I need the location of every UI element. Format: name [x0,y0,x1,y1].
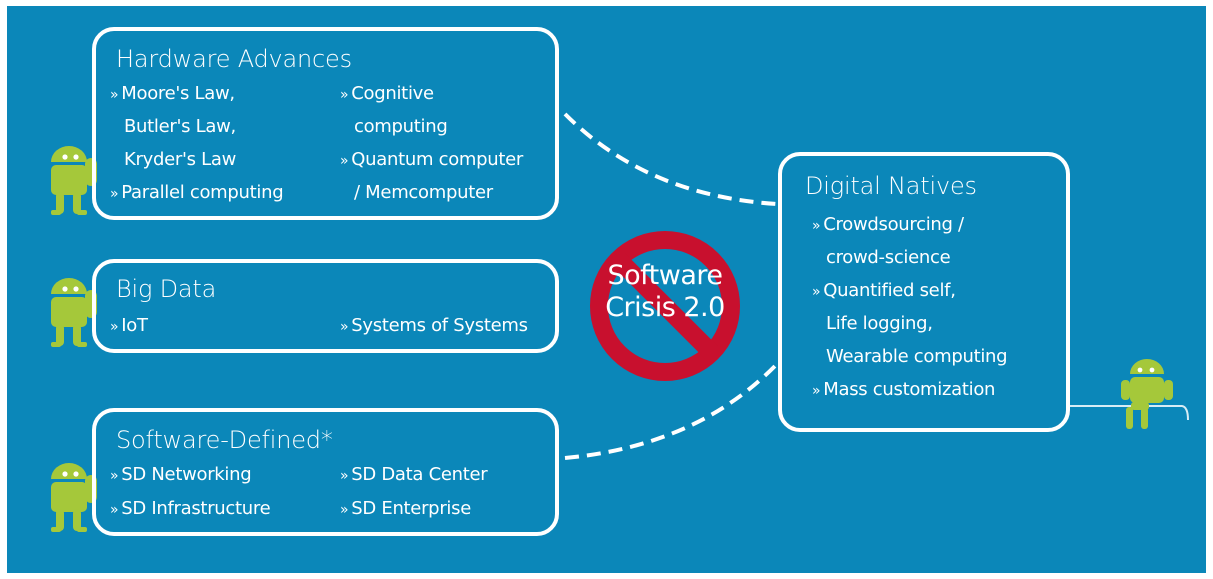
software-defined-box: Software-Defined* »SD Networking »SD Inf… [92,408,559,536]
hardware-advances-title: Hardware Advances [116,45,352,73]
robot-icon [51,463,97,532]
hardware-advances-box: Hardware Advances »Moore's Law, Butler's… [92,27,559,220]
robot-icon [51,278,97,347]
big-data-title: Big Data [116,275,217,303]
list-item: »SD Networking [110,464,252,485]
list-item: »Systems of Systems [340,315,528,336]
list-item: »Quantified self, [812,280,956,301]
list-item: »Parallel computing [110,182,284,203]
list-item: »SD Data Center [340,464,488,485]
list-item: crowd-science [826,247,951,268]
list-item: / Memcomputer [354,182,493,203]
robot-icon [51,146,97,215]
software-crisis-line1: Software [607,260,723,291]
robot-seat-line [1066,405,1189,421]
prohibition-sign-icon [590,231,740,381]
digital-natives-box: Digital Natives »Crowdsourcing / crowd-s… [778,152,1070,432]
list-item: Kryder's Law [124,149,236,170]
connector-hardware-natives [563,112,778,206]
list-item: »Crowdsourcing / [812,214,964,235]
diagram-graphics [51,112,1189,532]
list-item: »SD Enterprise [340,498,471,519]
list-item: Life logging, [826,313,933,334]
robot-icon [1121,359,1173,429]
big-data-box: Big Data »IoT »Systems of Systems [92,259,559,353]
software-crisis-line2: Crisis 2.0 [605,292,725,323]
connector-sd-natives [564,362,779,460]
software-defined-title: Software-Defined* [116,426,333,454]
list-item: »Quantum computer [340,149,524,170]
list-item: Butler's Law, [124,116,236,137]
list-item: »Moore's Law, [110,83,235,104]
list-item: »IoT [110,315,148,336]
list-item: »Cognitive [340,83,434,104]
list-item: »Mass customization [812,379,996,400]
list-item: »SD Infrastructure [110,498,271,519]
software-crisis-label: Software Crisis 2.0 [590,260,740,324]
diagram-canvas: Hardware Advances »Moore's Law, Butler's… [7,6,1206,573]
digital-natives-title: Digital Natives [805,172,977,200]
list-item: computing [354,116,448,137]
list-item: Wearable computing [826,346,1008,367]
